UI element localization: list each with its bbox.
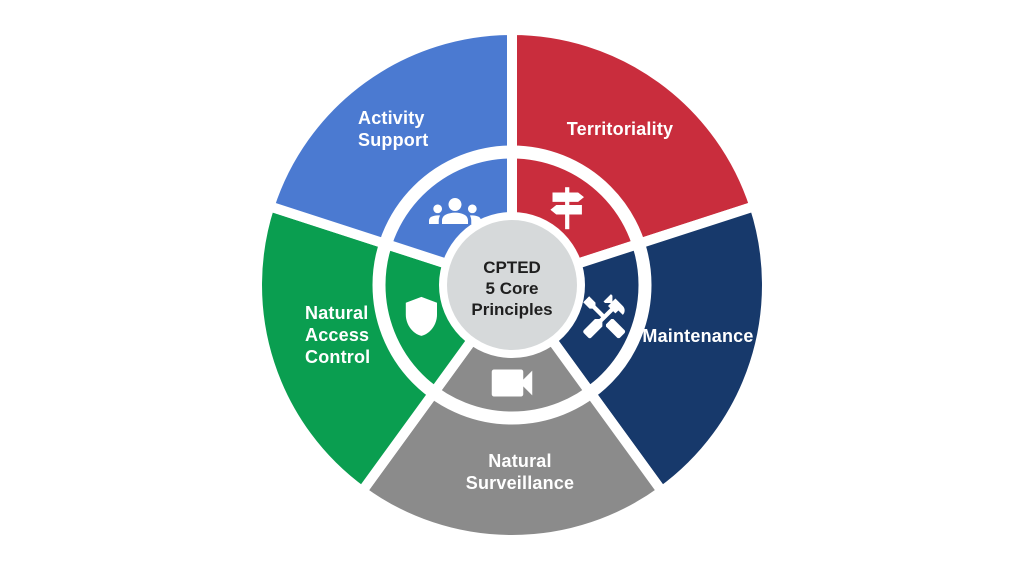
center-label: CPTED 5 Core Principles <box>437 257 587 320</box>
shield-icon <box>405 296 437 336</box>
label-line: Access <box>305 325 370 345</box>
people-group-icon <box>429 198 482 225</box>
label-line: Natural <box>488 451 552 471</box>
label-line: Support <box>358 130 429 150</box>
center-label-line: CPTED <box>483 258 541 277</box>
center-circle <box>447 220 577 350</box>
tools-icon <box>583 294 626 339</box>
label-natural-surveillance: Natural Surveillance <box>420 450 620 494</box>
label-maintenance: Maintenance <box>642 326 754 346</box>
label-line: Surveillance <box>465 473 575 493</box>
label-activity-support: Activity Support <box>358 107 428 151</box>
signpost-icon <box>550 187 584 230</box>
video-camera-icon <box>491 369 533 397</box>
label-territoriality: Territoriality <box>566 119 674 139</box>
center-label-line: 5 Core <box>485 279 539 298</box>
center-label-line: Principles <box>471 300 553 319</box>
label-line: Control <box>305 347 371 367</box>
label-natural-access-control: Natural Access Control <box>305 302 370 368</box>
label-line: Natural <box>305 303 369 323</box>
ring-divider <box>372 145 652 425</box>
label-line: Activity <box>358 108 425 128</box>
